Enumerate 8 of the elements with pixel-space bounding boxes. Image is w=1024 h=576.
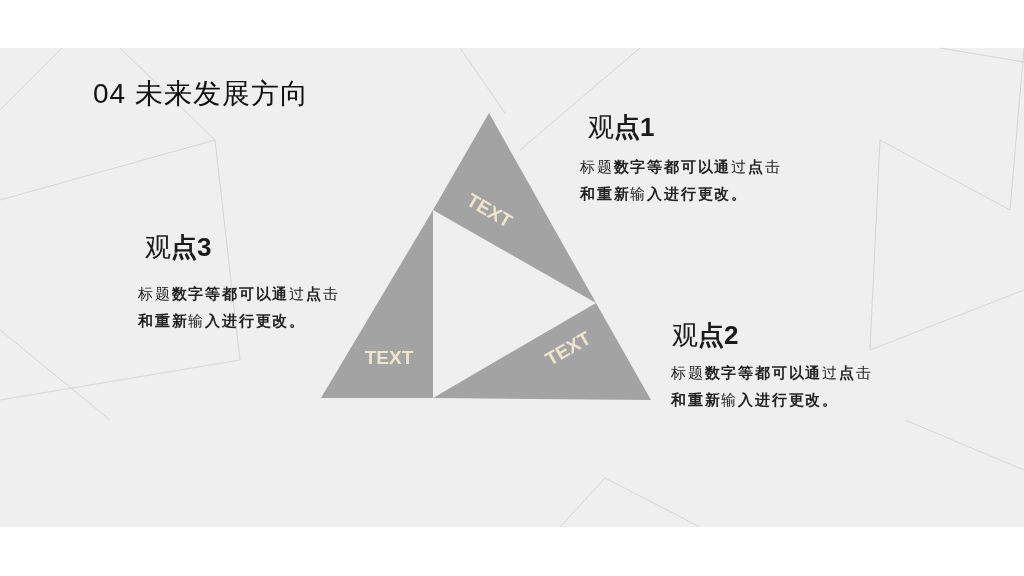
segment-label: TEXT <box>364 348 414 368</box>
point-description: 标题数字等都可以通过点击和重新输入进行更改。 <box>138 284 341 331</box>
triangle-segment <box>433 303 651 400</box>
slide-title: 04 未来发展方向 <box>93 77 309 111</box>
point-description: 标题数字等都可以通过点击和重新输入进行更改。 <box>580 157 783 204</box>
point-heading: 观点3 <box>145 232 212 262</box>
point-description: 标题数字等都可以通过点击和重新输入进行更改。 <box>671 363 874 410</box>
point-heading: 观点1 <box>588 112 655 142</box>
